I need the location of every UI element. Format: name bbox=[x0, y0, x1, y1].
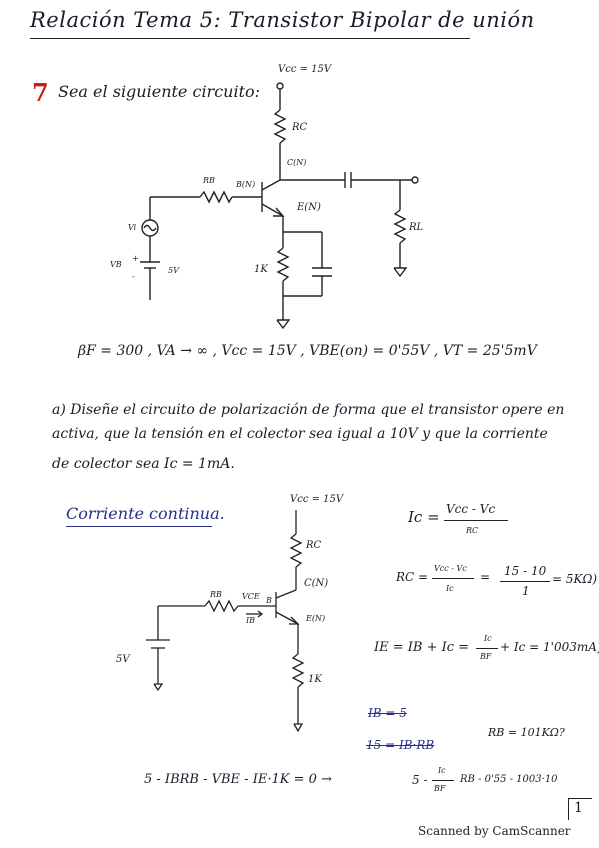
c1-plus-label: + bbox=[132, 254, 139, 263]
eq3-rhs: + Ic = 1'003mA] bbox=[500, 640, 599, 654]
c2-base-label: B bbox=[266, 596, 272, 605]
c2-emitter-label: E(N) bbox=[306, 614, 326, 623]
eq4-fraction-bar bbox=[432, 780, 454, 781]
part-a-line-3: de colector sea Ic = 1mA. bbox=[52, 456, 235, 472]
scanner-footer: Scanned by CamScanner bbox=[418, 824, 571, 838]
c2-vcc-label: Vcc = 15V bbox=[290, 494, 344, 505]
c2-ib-label: IB bbox=[246, 616, 256, 625]
c1-vcc-label: Vcc = 15V bbox=[278, 64, 332, 75]
part-a-line-2: activa, que la tensión en el colector se… bbox=[52, 426, 548, 442]
eq2-lhs: RC = bbox=[396, 570, 429, 584]
eq3-fraction-bar bbox=[476, 648, 498, 649]
rb-result: RB = 101KΩ? bbox=[488, 726, 565, 739]
solution-heading-underline bbox=[66, 526, 212, 527]
eq4-main: 5 - IBRB - VBE - IE·1K = 0 → bbox=[144, 772, 332, 787]
c2-collector-label: C(N) bbox=[304, 578, 329, 589]
c1-re-label: 1K bbox=[254, 264, 268, 275]
title-underline bbox=[30, 38, 470, 39]
eq3-num: Ic bbox=[484, 634, 492, 643]
c1-rc-label: RC bbox=[292, 122, 308, 133]
eq4-num: Ic bbox=[438, 766, 446, 775]
c1-dc-value-label: 5V bbox=[168, 266, 179, 275]
eq2-equals: = bbox=[480, 570, 491, 584]
problem-number: 7 bbox=[32, 78, 49, 107]
page-number-bracket-top bbox=[568, 798, 592, 799]
page-title: Relación Tema 5: Transistor Bipolar de u… bbox=[30, 8, 535, 32]
c2-rb-label: RB bbox=[210, 590, 222, 599]
c1-vb-label: VB bbox=[110, 260, 122, 269]
scribble-2: 15 = IB·RB bbox=[366, 738, 435, 752]
c1-vi-label: Vi bbox=[128, 223, 137, 232]
page-number: 1 bbox=[574, 800, 583, 816]
eq3-lhs: IE = IB + Ic = bbox=[374, 640, 470, 655]
page-number-bracket-side bbox=[568, 798, 569, 820]
eq3-den: BF bbox=[480, 652, 492, 661]
eq2-fraction-bar-1 bbox=[432, 578, 474, 579]
eq2-fraction-bar-2 bbox=[500, 581, 550, 582]
c1-rl-label: RL bbox=[409, 222, 424, 233]
solution-heading: Corriente continua. bbox=[66, 504, 225, 523]
eq2-den2: 1 bbox=[522, 584, 530, 598]
eq2-result: = 5KΩ) bbox=[552, 572, 598, 586]
c2-vce-label: VCE bbox=[242, 592, 260, 601]
c1-emitter-label: E(N) bbox=[297, 202, 321, 213]
part-a-line-1: a) Diseñe el circuito de polarización de… bbox=[52, 402, 565, 418]
eq4-den: BF bbox=[434, 784, 446, 793]
eq1-fraction-bar bbox=[444, 520, 508, 521]
c2-re-label: 1K bbox=[308, 674, 322, 685]
c1-rb-label: RB bbox=[203, 176, 215, 185]
eq4-b: 5 - bbox=[412, 773, 428, 787]
eq4-c: RB - 0'55 - 1003·10 bbox=[460, 774, 558, 785]
scribble-1: IB = 5 bbox=[368, 706, 407, 720]
eq2-num1: Vcc - Vc bbox=[434, 564, 467, 573]
eq1-lhs: Ic = bbox=[408, 508, 440, 526]
c1-collector-label: C(N) bbox=[287, 158, 307, 167]
eq2-num2: 15 - 10 bbox=[504, 564, 547, 578]
eq1-den: RC bbox=[466, 526, 479, 535]
problem-parameters: βF = 300 , VA → ∞ , Vcc = 15V , VBE(on) … bbox=[78, 343, 537, 359]
c1-minus-label: - bbox=[132, 272, 135, 281]
c2-rc-label: RC bbox=[306, 540, 322, 551]
c2-source-label: 5V bbox=[116, 654, 130, 665]
eq2-den1: Ic bbox=[446, 584, 454, 593]
problem-statement: Sea el siguiente circuito: bbox=[58, 82, 261, 101]
c1-base-label: B(N) bbox=[236, 180, 256, 189]
eq1-num: Vcc - Vc bbox=[446, 502, 496, 516]
